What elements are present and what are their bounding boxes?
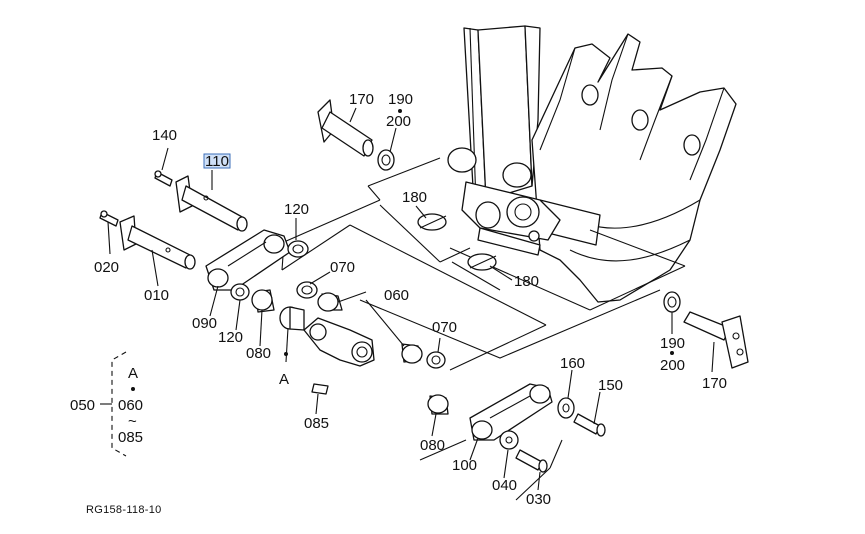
link-100 xyxy=(469,383,553,441)
callout-180-b[interactable]: 180 xyxy=(514,273,539,290)
legend-from-060[interactable]: 060 xyxy=(118,397,143,414)
bushing-080-bottom xyxy=(427,394,449,415)
callout-020[interactable]: 020 xyxy=(94,259,119,276)
pin-170-right xyxy=(683,311,749,369)
callout-030[interactable]: 030 xyxy=(526,491,551,508)
callout-085[interactable]: 085 xyxy=(304,415,329,432)
callout-110[interactable]: 110 xyxy=(205,153,229,170)
link-090 xyxy=(205,229,291,291)
selected-part-highlight xyxy=(203,153,231,169)
callout-150[interactable]: 150 xyxy=(598,377,623,394)
washer-160 xyxy=(557,397,575,419)
callout-080-left[interactable]: 080 xyxy=(246,345,271,362)
callout-070-top[interactable]: 070 xyxy=(330,259,355,276)
bushing-060-top xyxy=(317,292,343,312)
legend-tilde: ~ xyxy=(128,413,137,430)
legend-to-085[interactable]: 085 xyxy=(118,429,143,446)
pin-180-b xyxy=(467,253,497,271)
drawing-code: RG158-118-10 xyxy=(86,504,162,516)
callout-070-mid[interactable]: 070 xyxy=(432,319,457,336)
pin-110 xyxy=(175,175,248,232)
washer-190-top xyxy=(377,149,395,171)
callout-180-a[interactable]: 180 xyxy=(402,189,427,206)
guide-lines xyxy=(281,157,686,501)
bushing-060-bottom xyxy=(401,343,423,364)
legend-group-050[interactable]: 050 xyxy=(70,397,95,414)
washer-190-right xyxy=(663,291,681,313)
dot-markers xyxy=(131,109,674,391)
leader-lines xyxy=(107,107,715,491)
callout-labels: 170 190 200 140 110 180 120 070 020 010 … xyxy=(94,91,727,508)
washer-070-mid xyxy=(426,351,446,369)
callout-200-right[interactable]: 200 xyxy=(660,357,685,374)
callout-170-top[interactable]: 170 xyxy=(349,91,374,108)
bushing-080-left xyxy=(251,289,275,313)
washer-070-top xyxy=(296,281,318,299)
arm-joint xyxy=(447,147,561,256)
washer-040 xyxy=(499,430,519,450)
legend-bracket xyxy=(100,351,127,457)
callout-120-bottom[interactable]: 120 xyxy=(218,329,243,346)
callout-090[interactable]: 090 xyxy=(192,315,217,332)
callout-200-top[interactable]: 200 xyxy=(386,113,411,130)
callout-040[interactable]: 040 xyxy=(492,477,517,494)
bolt-030 xyxy=(515,449,548,473)
callout-120-top[interactable]: 120 xyxy=(284,201,309,218)
callout-010[interactable]: 010 xyxy=(144,287,169,304)
bucket xyxy=(531,33,737,303)
callout-100[interactable]: 100 xyxy=(452,457,477,474)
callout-060[interactable]: 060 xyxy=(384,287,409,304)
callout-190-right[interactable]: 190 xyxy=(660,335,685,352)
legend-marker-a: A xyxy=(128,365,138,382)
washer-120-top xyxy=(287,240,309,258)
callout-190-top[interactable]: 190 xyxy=(388,91,413,108)
callout-140[interactable]: 140 xyxy=(152,127,177,144)
pin-010 xyxy=(119,215,196,270)
pin-180-a xyxy=(417,213,447,231)
callout-080-bottom[interactable]: 080 xyxy=(420,437,445,454)
callout-160[interactable]: 160 xyxy=(560,355,585,372)
bolt-150 xyxy=(573,413,606,437)
callout-a-marker: A xyxy=(279,371,289,388)
arm-structure xyxy=(463,25,541,206)
grease-fitting-020 xyxy=(99,210,119,227)
grease-fitting-140 xyxy=(154,170,173,187)
callout-170-right[interactable]: 170 xyxy=(702,375,727,392)
pin-170-top xyxy=(317,99,374,157)
legend: 050 A 060 ~ 085 xyxy=(70,365,143,446)
grease-fitting-085 xyxy=(311,383,329,395)
washer-120-bottom xyxy=(230,283,250,301)
bushing-a-left xyxy=(279,306,305,331)
link-050-assembly xyxy=(303,317,375,367)
